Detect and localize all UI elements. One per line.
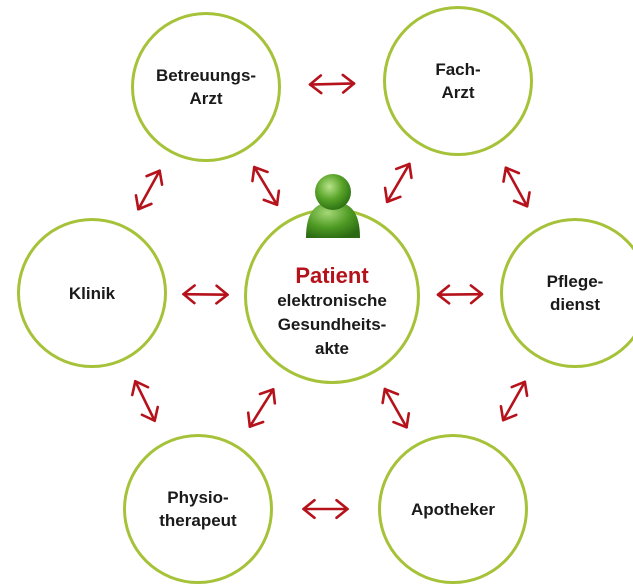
arrow-patient-physiotherapeut xyxy=(246,388,277,428)
node-label-line: Fach- xyxy=(435,60,481,79)
arrow-betreuungsarzt-facharzt xyxy=(308,73,356,95)
node-label-line: akte xyxy=(314,339,350,358)
arrow-physiotherapeut-apotheker xyxy=(302,498,349,520)
arrow-facharzt-patient xyxy=(383,162,413,204)
node-klinik: Klinik xyxy=(17,218,167,368)
arrow-patient-apotheker xyxy=(381,387,411,429)
node-label-line: Arzt xyxy=(189,89,223,108)
node-label-line: Klinik xyxy=(68,283,116,303)
node-pflegedienst: Pflege- dienst xyxy=(500,218,633,368)
arrow-betreuungsarzt-patient xyxy=(251,165,281,207)
node-label-line: elektronische xyxy=(277,291,387,310)
node-label-line: dienst xyxy=(549,295,601,314)
node-apotheker: Apotheker xyxy=(378,434,528,584)
node-physiotherapeut: Physio- therapeut xyxy=(123,434,273,584)
arrow-pflegedienst-apotheker xyxy=(499,380,529,422)
node-label-line: Gesundheits- xyxy=(277,315,387,334)
arrow-patient-pflegedienst xyxy=(436,284,484,305)
node-betreuungsarzt: Betreuungs- Arzt xyxy=(131,12,281,162)
arrow-facharzt-pflegedienst xyxy=(502,166,531,208)
arrow-betreuungsarzt-klinik xyxy=(134,169,164,211)
node-label-line: Physio- xyxy=(167,488,229,507)
node-label-line: Betreuungs- xyxy=(155,66,257,85)
node-label-line: therapeut xyxy=(159,511,237,530)
patient-title: Patient xyxy=(295,263,369,288)
node-label-line: Apotheker xyxy=(410,499,496,519)
node-label-line: Arzt xyxy=(441,83,475,102)
arrow-klinik-patient xyxy=(182,284,229,305)
node-label-line: Pflege- xyxy=(546,272,604,291)
node-patient-health-record: Patient elektronische Gesundheits- akte xyxy=(244,208,420,384)
arrow-klinik-physiotherapeut xyxy=(130,379,160,423)
node-facharzt: Fach- Arzt xyxy=(383,6,533,156)
